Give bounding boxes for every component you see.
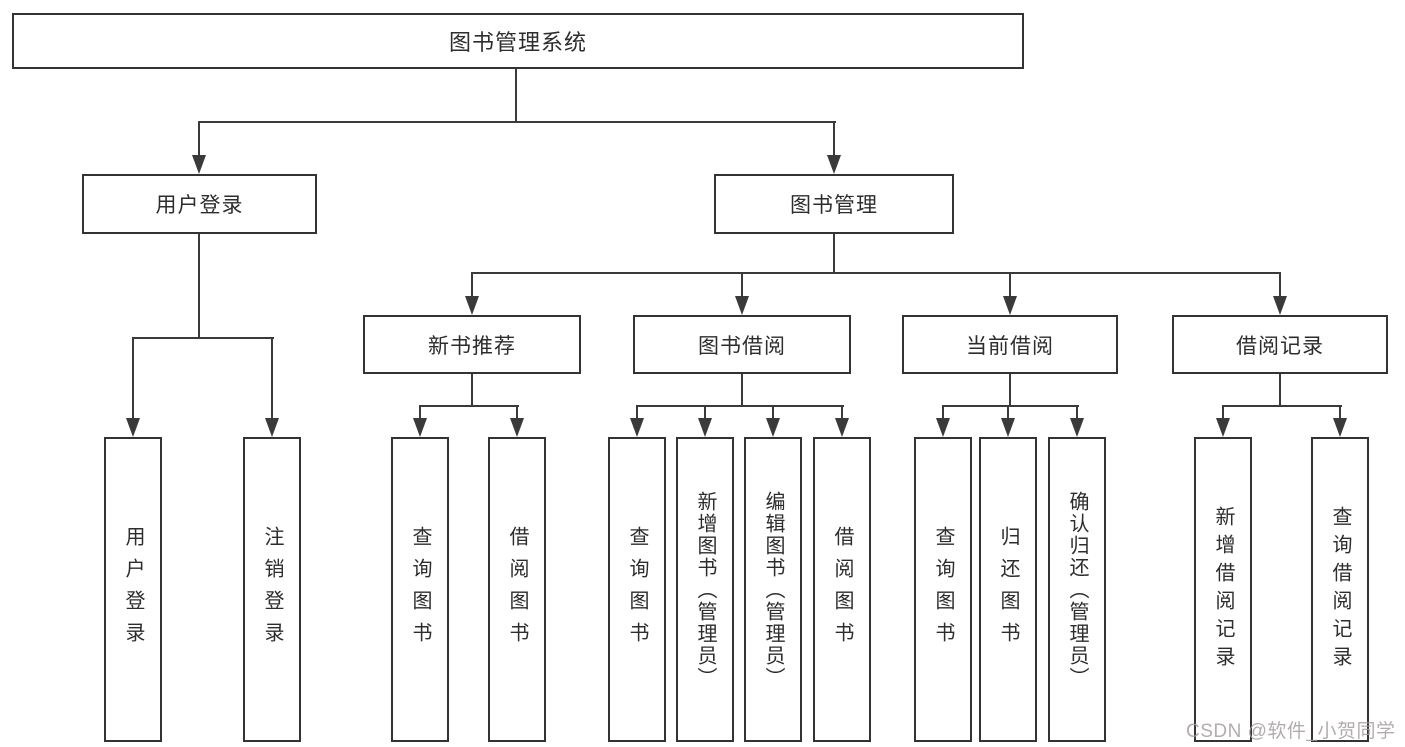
leaf-bb-add-books-admin: 新增图书（管理员） (676, 437, 734, 742)
connector-line (841, 406, 843, 420)
connector-line (636, 405, 844, 407)
connector-line (471, 272, 1281, 274)
connector-line (704, 406, 706, 420)
connector-line (741, 374, 743, 407)
connector-line (198, 122, 200, 156)
connector-line (942, 406, 944, 420)
connector-line (471, 273, 473, 298)
connector-line (833, 234, 835, 274)
csdn-watermark: CSDN @软件_小贺同学 (1186, 721, 1396, 742)
connector-line (1279, 374, 1281, 407)
connector-line (419, 405, 519, 407)
arrow-down-icon (510, 418, 524, 437)
connector-line (1076, 406, 1078, 420)
leaf-bb-borrow-books: 借阅图书 (813, 437, 871, 742)
leaf-nbr-borrow-books: 借阅图书 (488, 437, 546, 742)
connector-line (515, 69, 517, 123)
node-book-borrowing: 图书借阅 (633, 315, 851, 374)
connector-line (132, 337, 274, 339)
connector-line (741, 273, 743, 298)
leaf-cb-return-books: 归还图书 (979, 437, 1037, 742)
connector-line (636, 406, 638, 420)
connector-line (1339, 406, 1341, 420)
arrow-down-icon (766, 418, 780, 437)
node-book-management: 图书管理 (714, 174, 954, 234)
arrow-down-icon (1273, 296, 1287, 315)
connector-line (1222, 405, 1342, 407)
node-new-book-recommend: 新书推荐 (363, 315, 581, 374)
leaf-cb-query-books: 查询图书 (914, 437, 972, 742)
connector-line (419, 406, 421, 420)
connector-line (942, 405, 1079, 407)
arrow-down-icon (835, 418, 849, 437)
arrow-down-icon (735, 296, 749, 315)
arrow-down-icon (827, 155, 841, 174)
connector-line (1009, 273, 1011, 298)
leaf-user-login: 用户登录 (104, 437, 162, 742)
arrow-down-icon (465, 296, 479, 315)
connector-line (1009, 374, 1011, 407)
leaf-br-query-record: 查询借阅记录 (1311, 437, 1369, 742)
leaf-cb-confirm-return-admin: 确认归还（管理员） (1048, 437, 1106, 742)
arrow-down-icon (265, 418, 279, 437)
node-current-borrowing: 当前借阅 (902, 315, 1118, 374)
connector-line (516, 406, 518, 420)
leaf-logout: 注销登录 (243, 437, 301, 742)
node-library-system: 图书管理系统 (12, 13, 1024, 69)
leaf-bb-edit-books-admin: 编辑图书（管理员） (744, 437, 802, 742)
arrow-down-icon (413, 418, 427, 437)
arrow-down-icon (1003, 296, 1017, 315)
node-user-login: 用户登录 (82, 174, 317, 234)
leaf-nbr-query-books: 查询图书 (391, 437, 449, 742)
node-borrowing-records: 借阅记录 (1172, 315, 1388, 374)
arrow-down-icon (1001, 418, 1015, 437)
connector-line (1279, 273, 1281, 298)
arrow-down-icon (192, 155, 206, 174)
connector-line (471, 374, 473, 407)
connector-line (772, 406, 774, 420)
arrow-down-icon (630, 418, 644, 437)
leaf-br-add-record: 新增借阅记录 (1194, 437, 1252, 742)
arrow-down-icon (1216, 418, 1230, 437)
connector-line (271, 338, 273, 420)
arrow-down-icon (1333, 418, 1347, 437)
connector-line (1007, 406, 1009, 420)
leaf-bb-query-books: 查询图书 (608, 437, 666, 742)
connector-line (198, 121, 836, 123)
arrow-down-icon (1070, 418, 1084, 437)
arrow-down-icon (936, 418, 950, 437)
arrow-down-icon (126, 418, 140, 437)
arrow-down-icon (698, 418, 712, 437)
connector-line (1222, 406, 1224, 420)
connector-line (198, 234, 200, 339)
connector-line (132, 338, 134, 420)
connector-line (833, 122, 835, 156)
